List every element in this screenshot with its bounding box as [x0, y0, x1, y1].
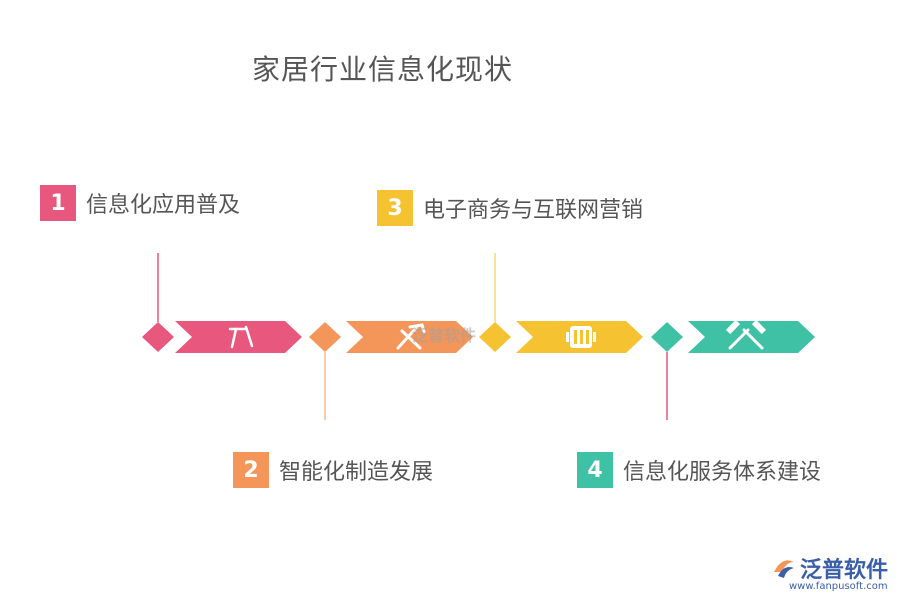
chevron-1 [175, 321, 302, 353]
step-1-label: 信息化应用普及 [86, 193, 241, 218]
watermark: 泛普软件 [412, 326, 477, 345]
brand-url: www.fanpusoft.com [789, 581, 888, 592]
brand-logo: 泛普软件 [770, 552, 888, 584]
step-1-number: 1 [40, 185, 76, 221]
diamond-3 [479, 322, 511, 352]
diamond-4 [651, 322, 683, 352]
step-3: 3 电子商务与互联网营销 [377, 190, 643, 226]
step-4-number: 4 [577, 452, 613, 488]
step-4-label: 信息化服务体系建设 [623, 460, 822, 485]
diamond-1 [142, 322, 174, 352]
step-2: 2 智能化制造发展 [233, 452, 433, 488]
traffic-light-icon [566, 326, 596, 348]
step-3-label: 电子商务与互联网营销 [423, 198, 644, 223]
hammer-wrench-icon [396, 323, 426, 350]
step-3-number: 3 [377, 190, 413, 226]
step-2-label: 智能化制造发展 [279, 460, 434, 485]
page-title: 家居行业信息化现状 [252, 53, 514, 86]
crossed-hammers-icon [725, 319, 767, 350]
step-2-number: 2 [233, 452, 269, 488]
brand-name: 泛普软件 [800, 558, 889, 583]
tools-icon [228, 325, 254, 349]
logo-icon [774, 560, 794, 578]
diamond-2 [309, 322, 341, 352]
step-1: 1 信息化应用普及 [40, 185, 240, 221]
step-4: 4 信息化服务体系建设 [577, 452, 821, 488]
